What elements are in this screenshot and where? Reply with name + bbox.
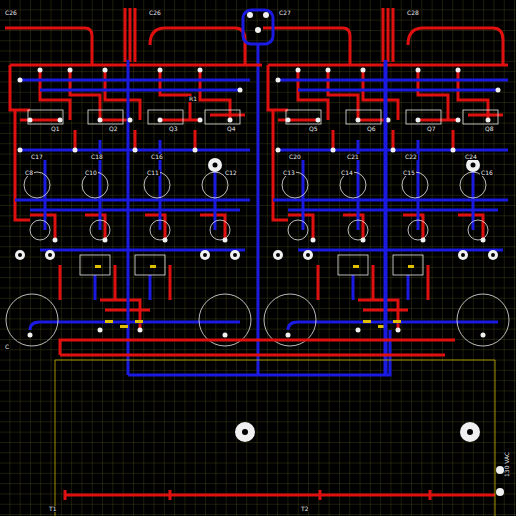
part-label: Q3 <box>168 126 179 132</box>
part-label: C26 <box>4 10 18 16</box>
part-label: C28 <box>406 10 420 16</box>
part-label: C20 <box>288 154 302 160</box>
part-label: C18 <box>90 154 104 160</box>
part-label: C14 <box>340 170 354 176</box>
part-label: C11 <box>146 170 160 176</box>
part-label: C10 <box>84 170 98 176</box>
part-label: Q5 <box>308 126 319 132</box>
part-label: Q7 <box>426 126 437 132</box>
part-label: T1 <box>48 506 57 512</box>
part-label: C16 <box>150 154 164 160</box>
part-label: 130 VAC <box>504 451 510 478</box>
part-label: C24 <box>464 154 478 160</box>
part-label: Q4 <box>226 126 237 132</box>
part-label: Q8 <box>484 126 495 132</box>
part-label: T2 <box>300 506 309 512</box>
part-label: C17 <box>30 154 44 160</box>
part-label: C <box>4 344 10 350</box>
part-label: C12 <box>224 170 238 176</box>
part-label: C22 <box>404 154 418 160</box>
part-label: C8 <box>24 170 34 176</box>
part-label: C27 <box>278 10 292 16</box>
part-label: C21 <box>346 154 360 160</box>
part-label: C16 <box>480 170 494 176</box>
part-label: Q2 <box>108 126 119 132</box>
part-label: C15 <box>402 170 416 176</box>
part-label: R1 <box>188 96 198 102</box>
part-label: Q6 <box>366 126 377 132</box>
part-label: C26 <box>148 10 162 16</box>
part-label: C13 <box>282 170 296 176</box>
part-label: Q1 <box>50 126 61 132</box>
